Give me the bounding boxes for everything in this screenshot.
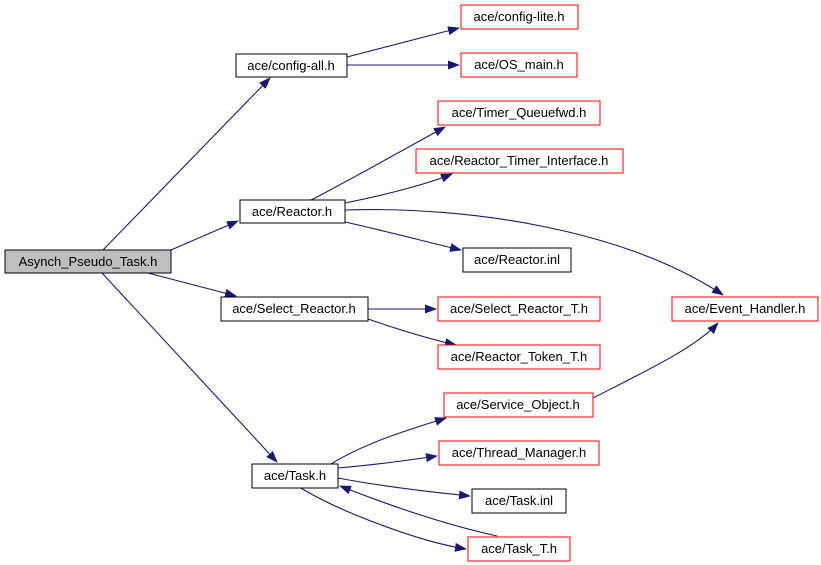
node-box (4, 249, 172, 274)
node-label: ace/OS_main.h (474, 57, 564, 72)
node-box (438, 440, 600, 466)
node-label: ace/Select_Reactor.h (232, 301, 356, 316)
node-box (437, 344, 601, 370)
node-box (471, 488, 567, 514)
node-ace-timer-queuefwd-h[interactable]: ace/Timer_Queuefwd.h (437, 100, 601, 126)
node-box (460, 52, 578, 78)
node-ace-event-handler-h[interactable]: ace/Event_Handler.h (671, 296, 819, 322)
node-label: ace/Reactor_Token_T.h (451, 349, 588, 364)
node-label: ace/config-all.h (247, 58, 334, 73)
edge-reactor-to-reactor-inl (344, 221, 462, 252)
node-label: ace/Reactor.h (252, 204, 332, 219)
edge-asynch-to-config-all (102, 77, 271, 251)
node-label: ace/Select_Reactor_T.h (450, 301, 588, 316)
edge-task-to-thread-manager (337, 453, 438, 469)
node-box (462, 247, 572, 273)
node-label: Asynch_Pseudo_Task.h (19, 254, 158, 269)
node-box (415, 148, 624, 174)
node-ace-task-h[interactable]: ace/Task.h (251, 463, 339, 489)
node-ace-reactor-timer-interface-h[interactable]: ace/Reactor_Timer_Interface.h (415, 148, 624, 174)
edge-select-reactor-to-reactor-token-t (367, 318, 457, 347)
node-box (235, 53, 348, 78)
edge-task-t-to-task (339, 485, 498, 537)
node-ace-task-inl[interactable]: ace/Task.inl (471, 488, 567, 514)
node-label: ace/Thread_Manager.h (452, 445, 586, 460)
node-label: ace/Event_Handler.h (685, 301, 806, 316)
node-ace-config-all-h[interactable]: ace/config-all.h (235, 53, 348, 78)
node-box (437, 296, 601, 322)
edge-asynch-to-reactor (170, 220, 239, 251)
node-ace-reactor-inl[interactable]: ace/Reactor.inl (462, 247, 572, 273)
node-box (220, 296, 369, 322)
edge-service-object-to-event-handler (592, 322, 719, 399)
node-ace-thread-manager-h[interactable]: ace/Thread_Manager.h (438, 440, 600, 466)
node-box (443, 392, 594, 418)
edge-task-to-task-inl (337, 477, 471, 500)
node-label: ace/Timer_Queuefwd.h (452, 105, 587, 120)
node-label: ace/config-lite.h (473, 9, 564, 24)
node-ace-select-reactor-h[interactable]: ace/Select_Reactor.h (220, 296, 369, 322)
edge-reactor-to-reactor-timer-interface (344, 173, 453, 204)
node-label: ace/Task_T.h (481, 541, 557, 556)
node-box (437, 100, 601, 126)
node-label: ace/Reactor.inl (474, 252, 560, 267)
node-ace-service-object-h[interactable]: ace/Service_Object.h (443, 392, 594, 418)
node-ace-reactor-h[interactable]: ace/Reactor.h (239, 199, 346, 224)
node-ace-os-main-h[interactable]: ace/OS_main.h (460, 52, 578, 78)
edge-asynch-to-task (101, 272, 278, 463)
edge-reactor-to-event-handler (344, 209, 724, 296)
node-ace-reactor-token-t-h[interactable]: ace/Reactor_Token_T.h (437, 344, 601, 370)
node-label: ace/Service_Object.h (456, 397, 580, 412)
node-ace-task-t-h[interactable]: ace/Task_T.h (467, 536, 571, 562)
node-ace-config-lite-h[interactable]: ace/config-lite.h (460, 4, 579, 30)
node-box (460, 4, 579, 30)
node-box (671, 296, 819, 322)
node-label: ace/Task.h (264, 468, 326, 483)
edge-reactor-to-timer-queuefwd (310, 126, 446, 201)
node-box (467, 536, 571, 562)
edge-config-all-to-config-lite (346, 26, 460, 58)
node-asynch-pseudo-task-h[interactable]: Asynch_Pseudo_Task.h (4, 249, 172, 274)
node-box (239, 199, 346, 224)
edge-asynch-to-select-reactor (147, 272, 237, 298)
node-box (251, 463, 339, 489)
node-label: ace/Reactor_Timer_Interface.h (430, 153, 609, 168)
node-ace-select-reactor-t-h[interactable]: ace/Select_Reactor_T.h (437, 296, 601, 322)
edge-task-to-task-t (298, 486, 467, 552)
edge-group (101, 26, 724, 552)
edge-task-to-service-object (330, 417, 447, 465)
node-label: ace/Task.inl (485, 493, 553, 508)
